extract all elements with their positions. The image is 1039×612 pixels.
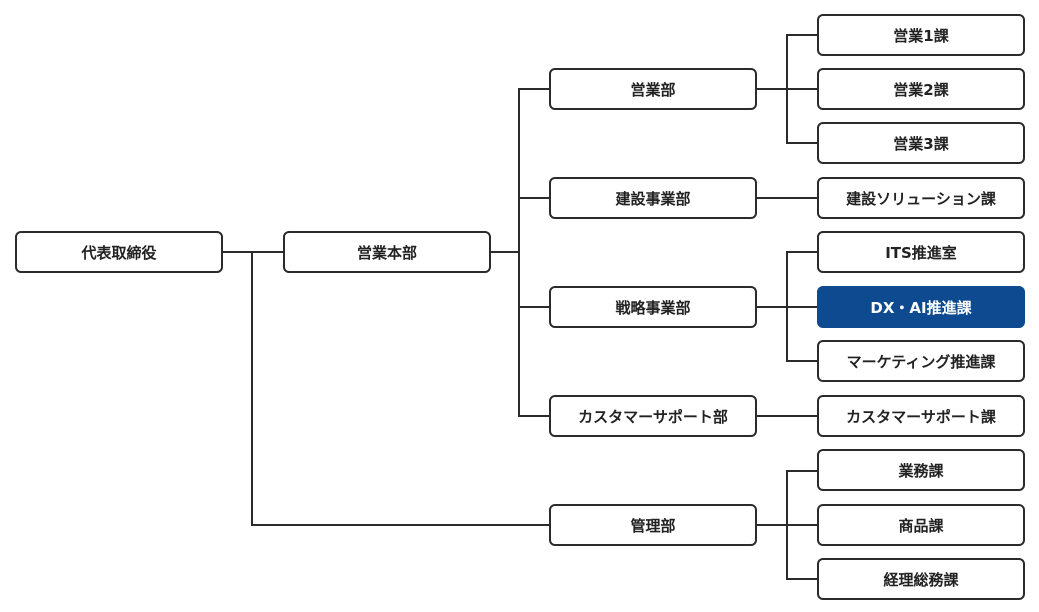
node-section-products: 商品課: [817, 504, 1025, 546]
node-dept-administration: 管理部: [549, 504, 757, 546]
node-section-customer-support: カスタマーサポート課: [817, 395, 1025, 437]
node-dept-sales: 営業部: [549, 68, 757, 110]
node-section-sales-1: 営業1課: [817, 14, 1025, 56]
node-section-sales-3: 営業3課: [817, 122, 1025, 164]
node-section-dx-ai: DX・AI推進課: [817, 286, 1025, 328]
node-dept-construction: 建設事業部: [549, 177, 757, 219]
node-section-construction-solution: 建設ソリューション課: [817, 177, 1025, 219]
node-dept-customer-support: カスタマーサポート部: [549, 395, 757, 437]
node-representative-director: 代表取締役: [15, 231, 223, 273]
node-section-sales-2: 営業2課: [817, 68, 1025, 110]
node-section-marketing: マーケティング推進課: [817, 340, 1025, 382]
node-sales-headquarters: 営業本部: [283, 231, 491, 273]
node-section-accounting-general: 経理総務課: [817, 558, 1025, 600]
node-section-operations: 業務課: [817, 449, 1025, 491]
node-dept-strategy: 戦略事業部: [549, 286, 757, 328]
node-section-its: ITS推進室: [817, 231, 1025, 273]
